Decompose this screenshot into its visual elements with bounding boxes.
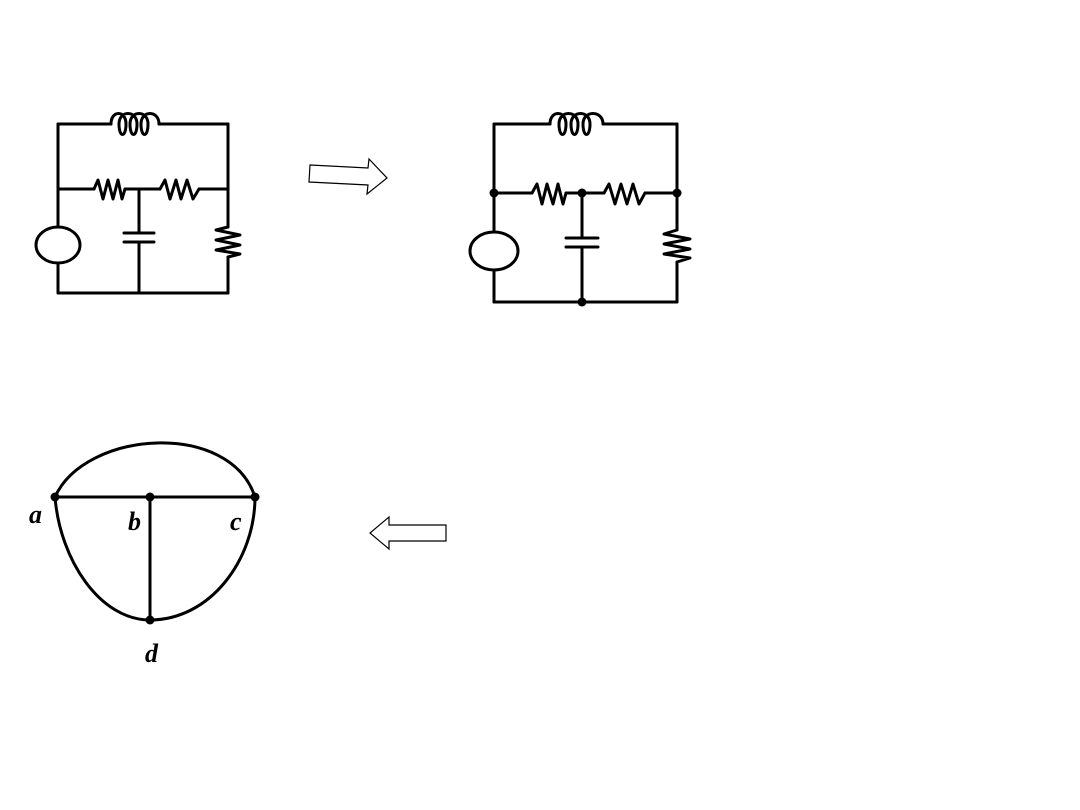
graph-node-c <box>250 492 260 502</box>
circuit-original-source <box>34 225 82 265</box>
circuit-original-resistor-2 <box>158 178 201 201</box>
arrow-left-icon <box>369 515 447 551</box>
graph-node-a <box>50 492 60 502</box>
graph-node-d <box>145 615 155 625</box>
circuit-original <box>34 112 242 295</box>
circuit-marked-node-a <box>489 188 499 198</box>
graph-node-b <box>145 492 155 502</box>
circuit-marked-resistor-3 <box>662 228 692 264</box>
circuit-marked-node-c <box>672 188 682 198</box>
circuit-marked-inductor <box>548 112 605 136</box>
circuit-original-resistor-3 <box>214 225 242 259</box>
circuit-marked-resistor-2 <box>602 182 647 206</box>
circuit-marked-capacitor <box>564 236 600 249</box>
graph-label-c: c <box>230 507 242 536</box>
graph-label-d: d <box>145 639 159 668</box>
graph-edge-d-c-arc <box>148 495 257 622</box>
circuit-marked-node-d <box>577 297 587 307</box>
circuit-graph: a b c d <box>29 441 260 668</box>
arrow-right-icon <box>308 157 388 196</box>
circuit-original-inductor <box>109 112 161 136</box>
circuit-marked <box>468 112 692 307</box>
circuit-marked-node-b <box>577 188 587 198</box>
circuit-original-resistor-1 <box>92 178 127 201</box>
graph-label-a: a <box>29 500 42 529</box>
circuit-marked-source <box>468 230 520 272</box>
graph-edge-a-c-arc <box>53 441 257 499</box>
graph-edge-a-d-arc <box>53 495 152 622</box>
circuit-original-capacitor <box>122 231 156 244</box>
circuit-marked-resistor-1 <box>530 182 568 206</box>
graph-label-b: b <box>128 507 141 536</box>
